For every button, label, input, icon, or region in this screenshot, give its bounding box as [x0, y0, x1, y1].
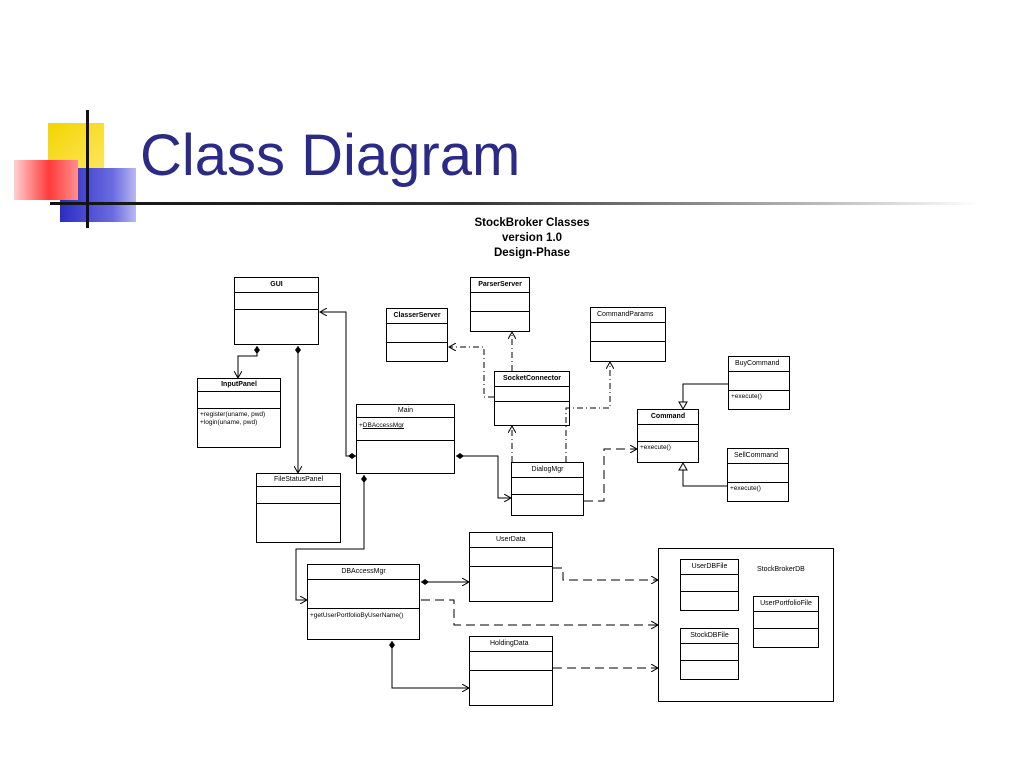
class-name: SocketConnector — [495, 372, 569, 387]
class-userdbfile: UserDBFile — [680, 559, 739, 611]
operation: +execute() — [731, 393, 762, 400]
dbaccessmgr-holdingdata-link — [392, 641, 469, 688]
operation: +execute() — [640, 444, 671, 451]
class-name: StockDBFile — [681, 629, 738, 644]
class-attributes — [308, 580, 419, 609]
title-underline — [50, 202, 980, 205]
class-attributes — [198, 392, 280, 409]
class-attributes — [681, 644, 738, 661]
slide-title: Class Diagram — [140, 123, 521, 188]
operation: +execute() — [730, 485, 761, 492]
class-userdata: UserData — [469, 532, 553, 602]
class-operations: +execute() — [728, 483, 788, 493]
userdata-stockbrokerdb-dependency — [553, 567, 658, 580]
dialogmgr-commandparams-dependency — [565, 362, 610, 462]
class-attributes — [681, 575, 738, 592]
class-attributes — [638, 425, 698, 442]
class-name: SellCommand — [728, 449, 788, 464]
class-attributes — [387, 324, 447, 343]
class-main: Main +DBAccessMgr — [356, 404, 455, 474]
attribute-name: DBAccessMgr — [362, 422, 404, 429]
class-attributes — [495, 387, 569, 402]
deco-red-square — [14, 160, 78, 200]
class-name: UserDBFile — [681, 560, 738, 575]
class-attributes: +DBAccessMgr — [357, 418, 454, 441]
dbaccessmgr-stockbrokerdb-dependency — [421, 599, 658, 625]
class-name: FileStatusPanel — [257, 474, 340, 487]
class-attributes — [512, 478, 583, 495]
class-name: UserPortfolioFile — [754, 597, 818, 612]
diagram-header-line-2: version 1.0 — [501, 232, 563, 244]
class-attributes — [754, 612, 818, 629]
buycommand-command-generalization — [678, 383, 728, 411]
class-attributes — [729, 372, 789, 391]
class-name: ParserServer — [471, 278, 529, 293]
diagram-header-line-1: StockBroker Classes — [474, 217, 590, 229]
class-name: GUI — [235, 278, 318, 293]
class-holdingdata: HoldingData — [469, 636, 553, 706]
class-operations: +register(uname, pwd) +login(uname, pwd) — [198, 409, 280, 427]
dialogmgr-command-dependency — [584, 449, 637, 502]
class-name: Command — [638, 410, 698, 425]
class-commandparams: CommandParams — [590, 307, 666, 362]
operation: +login(uname, pwd) — [200, 419, 258, 426]
socketconnector-classerserver-dependency — [449, 347, 494, 398]
class-attributes — [591, 323, 665, 342]
class-name: HoldingData — [470, 637, 552, 652]
class-name: CommandParams — [591, 308, 665, 323]
deco-vertical-line — [86, 110, 89, 228]
main-gui-link — [320, 312, 356, 456]
package-label: StockBrokerDB — [757, 566, 805, 573]
class-name: DialogMgr — [512, 463, 583, 478]
class-stockdbfile: StockDBFile — [680, 628, 739, 680]
diagram-header: StockBroker Classes version 1.0 Design-P… — [432, 216, 632, 261]
main-dbaccessmgr-link — [295, 475, 364, 600]
class-name: BuyCommand — [729, 357, 789, 372]
class-name: ClasserServer — [387, 309, 447, 324]
gui-inputpanel-link — [238, 346, 257, 378]
class-name: UserData — [470, 533, 552, 548]
class-attributes — [257, 487, 340, 504]
class-attributes — [471, 293, 529, 312]
class-command: Command +execute() — [637, 409, 699, 463]
class-socketconnector: SocketConnector — [494, 371, 570, 426]
class-inputpanel: InputPanel +register(uname, pwd) +login(… — [197, 378, 281, 448]
class-buycommand: BuyCommand +execute() — [728, 356, 790, 410]
class-operations: +getUserPortfolioByUserName() — [308, 609, 419, 620]
class-attributes — [470, 548, 552, 567]
class-operations: +execute() — [638, 442, 698, 452]
class-attributes — [470, 652, 552, 671]
class-name: InputPanel — [198, 379, 280, 392]
class-attributes — [235, 293, 318, 310]
class-parserserver: ParserServer — [470, 277, 530, 332]
attribute-prefix: + — [359, 422, 363, 429]
class-attributes — [728, 464, 788, 483]
class-gui: GUI — [234, 277, 319, 345]
sellcommand-command-generalization — [678, 461, 727, 487]
operation: +register(uname, pwd) — [200, 411, 266, 418]
class-userportfoliofile: UserPortfolioFile — [753, 596, 819, 648]
class-operations: +execute() — [729, 391, 789, 401]
class-name: Main — [357, 405, 454, 418]
class-sellcommand: SellCommand +execute() — [727, 448, 789, 502]
diagram-header-line-3: Design-Phase — [493, 247, 571, 259]
operation: +getUserPortfolioByUserName() — [310, 612, 404, 619]
class-classerserver: ClasserServer — [386, 308, 448, 362]
main-dialogmgr-link — [456, 456, 511, 498]
